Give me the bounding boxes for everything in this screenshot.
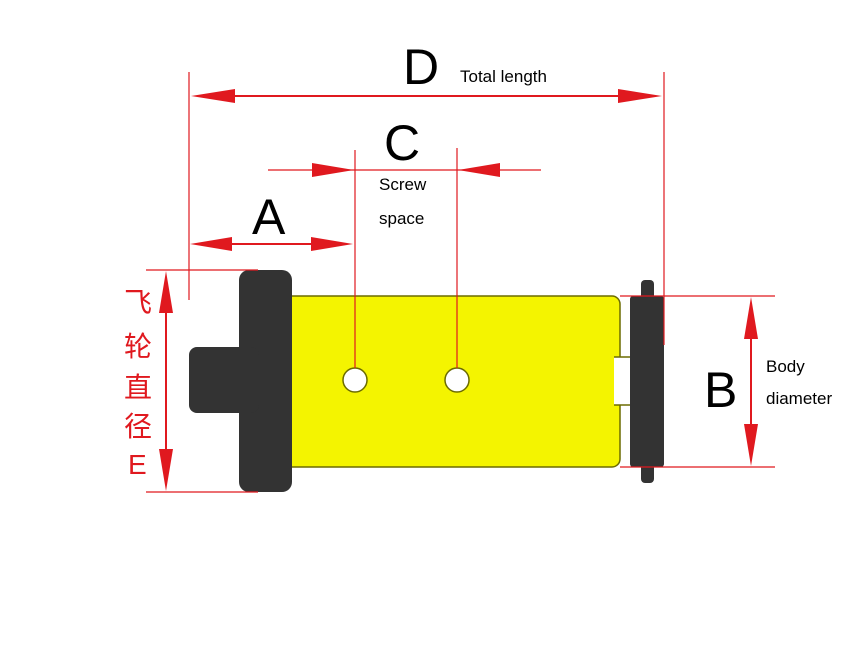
flywheel: [189, 270, 292, 492]
end-cap: [630, 280, 664, 483]
e-arrow-bottom-icon: [159, 449, 173, 491]
a-letter: A: [252, 189, 286, 245]
end-cap-plate: [630, 296, 664, 467]
d-letter: D: [403, 39, 439, 95]
c-caption-line2: space: [379, 209, 424, 228]
d-arrow-left-icon: [191, 89, 235, 103]
e-char-2: 轮: [124, 330, 152, 363]
c-letter: C: [384, 115, 420, 171]
d-arrow-right-icon: [618, 89, 662, 103]
c-arrow-right-icon: [458, 163, 500, 177]
e-letter: E: [128, 449, 147, 480]
e-arrow-top-icon: [159, 271, 173, 313]
flywheel-disc: [239, 270, 292, 492]
e-char-3: 直: [124, 371, 152, 404]
dimension-a: A: [190, 189, 353, 251]
b-arrow-bottom-icon: [744, 424, 758, 466]
dimension-c: C Screw space: [268, 115, 541, 368]
dimension-b: B Body diameter: [620, 295, 832, 468]
e-char-1: 飞: [124, 286, 152, 319]
dimension-e: 飞 轮 直 径 E: [124, 269, 258, 493]
d-caption: Total length: [460, 67, 547, 86]
screw-hole-left: [342, 367, 368, 393]
b-caption-line2: diameter: [766, 389, 832, 408]
dimension-d: D Total length: [188, 39, 665, 345]
screw-hole-right: [444, 367, 470, 393]
e-char-4: 径: [124, 410, 152, 443]
a-arrow-left-icon: [190, 237, 232, 251]
a-arrow-right-icon: [311, 237, 353, 251]
b-letter: B: [704, 362, 737, 418]
motor-body: [281, 295, 630, 468]
b-caption-line1: Body: [766, 357, 805, 376]
b-arrow-top-icon: [744, 297, 758, 339]
flywheel-hub: [189, 347, 259, 413]
c-arrow-left-icon: [312, 163, 354, 177]
c-caption-line1: Screw: [379, 175, 427, 194]
body-notch: [614, 357, 630, 405]
